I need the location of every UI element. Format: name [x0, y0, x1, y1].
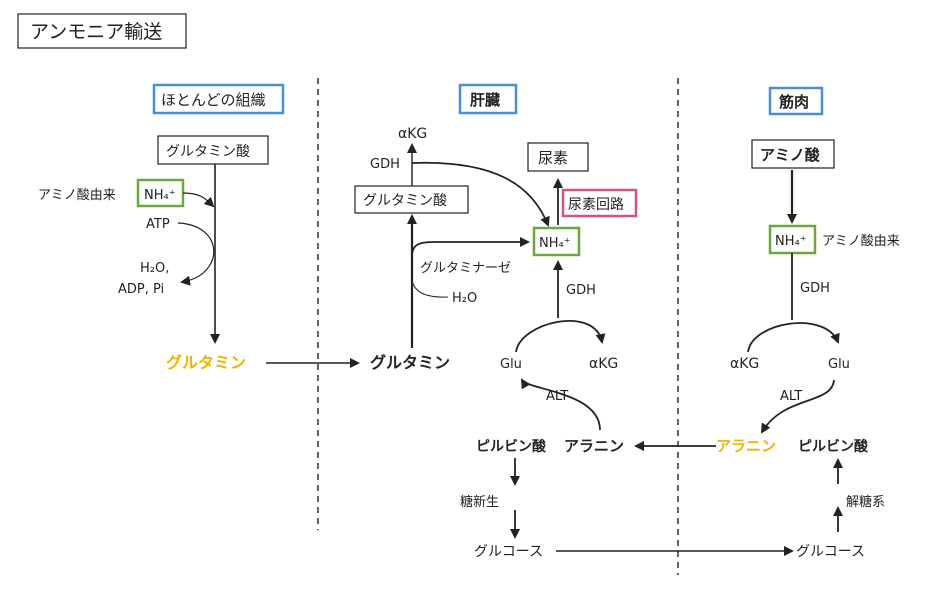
liver-urea-label: 尿素	[538, 149, 568, 167]
liver-glutamine-label: グルタミン	[370, 353, 450, 372]
tissues-nh4-box	[136, 178, 185, 208]
muscle-gdh-label: GDH	[800, 281, 830, 296]
tissues-glutamate-box	[157, 135, 269, 165]
liver-glucose-label: グルコース	[474, 544, 543, 560]
liver-glu-label: Glu	[500, 357, 522, 372]
muscle-glucose-label: グルコース	[796, 544, 865, 560]
tissues-nh4-label: NH₄⁺	[144, 188, 176, 203]
tissues-nh4-in-arrow	[182, 192, 215, 208]
liver-glutaminase-arrow	[411, 237, 530, 288]
liver-glutamate-label: グルタミン酸	[363, 193, 447, 209]
liver-urea-box	[527, 142, 589, 172]
diagram-title: アンモニア輸送	[30, 21, 162, 43]
liver-glutamate-to-nh4-arrow	[411, 161, 550, 227]
liver-glutaminase-label: グルタミナーゼ	[420, 261, 511, 276]
liver-gdh-cycle-arrow	[515, 320, 606, 353]
muscle-pyruvate-label: ピルビン酸	[798, 438, 869, 455]
tissues-atp-curve-arrow	[177, 222, 215, 286]
muscle-nh4-label: NH₄⁺	[775, 234, 807, 249]
muscle-alt-cycle-arrow	[760, 379, 835, 434]
liver-h2o-label: H₂O	[452, 291, 477, 306]
liver-gluconeogenesis-label: 糖新生	[460, 494, 499, 510]
muscle-glycolysis-label: 解糖系	[846, 494, 885, 510]
muscle-nh4-box	[768, 224, 817, 255]
section-liver-box	[458, 83, 518, 115]
tissues-nh4-note: アミノ酸由来	[38, 188, 116, 203]
liver-akg-label: αKG	[398, 126, 427, 142]
muscle-akg-label: αKG	[730, 356, 759, 372]
liver-alanine-label: アラニン	[564, 437, 624, 455]
muscle-gdh-cycle-arrow	[747, 322, 840, 353]
muscle-amino-acid-box	[751, 139, 835, 169]
tissues-glutamine-label: グルタミン	[166, 353, 246, 372]
section-tissues-box	[152, 83, 285, 115]
liver-urea-cycle-box	[561, 188, 638, 218]
liver-nh4-box	[532, 226, 581, 257]
section-muscle-label: 筋肉	[778, 93, 809, 111]
liver-urea-cycle-label: 尿素回路	[568, 197, 624, 213]
section-liver-label: 肝臓	[470, 91, 500, 109]
liver-akg2-label: αKG	[589, 356, 618, 372]
muscle-amino-acid-label: アミノ酸	[760, 146, 821, 164]
muscle-glu-label: Glu	[828, 357, 850, 372]
tissues-h2o-label: H₂O,	[140, 261, 169, 276]
liver-h2o-curve	[411, 279, 449, 298]
liver-gdh-label: GDH	[566, 283, 596, 298]
muscle-alanine-label: アラニン	[716, 437, 776, 455]
liver-gdh-top-label: GDH	[370, 157, 400, 172]
section-muscle-box	[768, 86, 824, 116]
tissues-atp-label: ATP	[146, 217, 170, 232]
liver-alt-label: ALT	[546, 389, 568, 404]
tissues-glutamate-label: グルタミン酸	[166, 144, 250, 160]
liver-nh4-label: NH₄⁺	[539, 236, 571, 251]
muscle-nh4-note: アミノ酸由来	[822, 234, 900, 249]
liver-glutamate-box	[354, 185, 469, 214]
tissues-adp-pi-label: ADP, Pi	[118, 282, 164, 297]
muscle-alt-label: ALT	[780, 389, 802, 404]
section-tissues-label: ほとんどの組織	[161, 91, 266, 109]
liver-pyruvate-label: ピルビン酸	[476, 438, 547, 455]
liver-alt-cycle-arrow	[520, 378, 601, 431]
title-box	[17, 13, 187, 49]
